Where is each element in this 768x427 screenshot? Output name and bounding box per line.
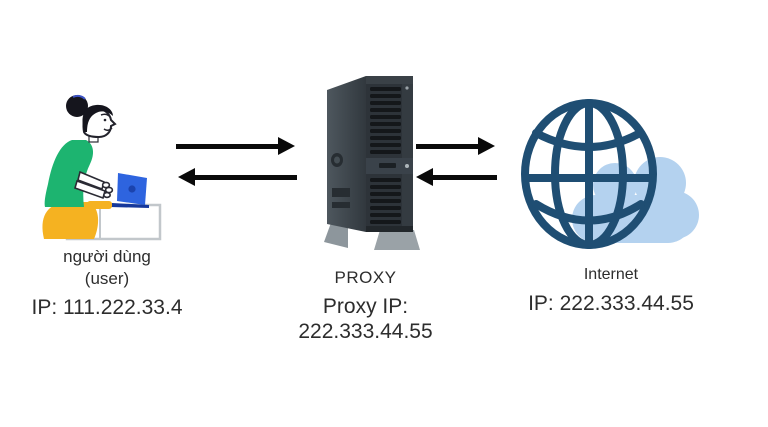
server-side-vent <box>332 188 350 197</box>
server-drive-bay <box>366 86 413 174</box>
server-side-vent-2 <box>332 202 350 208</box>
proxy-server-icon <box>324 72 420 256</box>
arrow-left-icon <box>178 168 297 186</box>
internet-label: Internet <box>583 266 639 283</box>
proxy-label-block: PROXY Proxy IP: 222.333.44.55 <box>258 267 473 344</box>
laptop-icon <box>110 173 149 208</box>
server-side-panel <box>327 76 366 232</box>
globe-wireframe <box>521 99 657 249</box>
user-at-laptop-graphic <box>42 94 162 241</box>
arrow-right-icon <box>416 137 495 155</box>
internet-globe-icon <box>510 90 705 260</box>
user-label: người dùng <box>63 247 151 266</box>
user-ip-label: IP: 111.222.33.4 <box>31 296 183 319</box>
globe-graphic <box>521 99 699 249</box>
arrow-right-icon <box>176 137 295 155</box>
proxy-label: PROXY <box>334 268 397 287</box>
person-sleeve <box>63 142 85 174</box>
user-label-block: người dùng (user) IP: 111.222.33.4 <box>22 246 192 320</box>
internet-ip-label: IP: 222.333.44.55 <box>528 292 694 315</box>
user-at-laptop-illustration <box>28 82 178 248</box>
server-lower-vents <box>370 178 401 224</box>
internet-label-block: Internet IP: 222.333.44.55 <box>516 264 706 316</box>
server-side-emblem-inner <box>334 156 340 164</box>
server-tower-graphic <box>324 76 420 250</box>
proxy-ip-label: Proxy IP: 222.333.44.55 <box>298 295 433 343</box>
person-arms <box>74 170 114 200</box>
person-head <box>66 94 117 139</box>
server-bottom-strip <box>366 226 413 232</box>
server-upper-vents <box>370 87 401 154</box>
user-sublabel: (user) <box>84 269 130 288</box>
person-pants <box>42 202 99 239</box>
arrow-left-icon <box>416 168 497 186</box>
